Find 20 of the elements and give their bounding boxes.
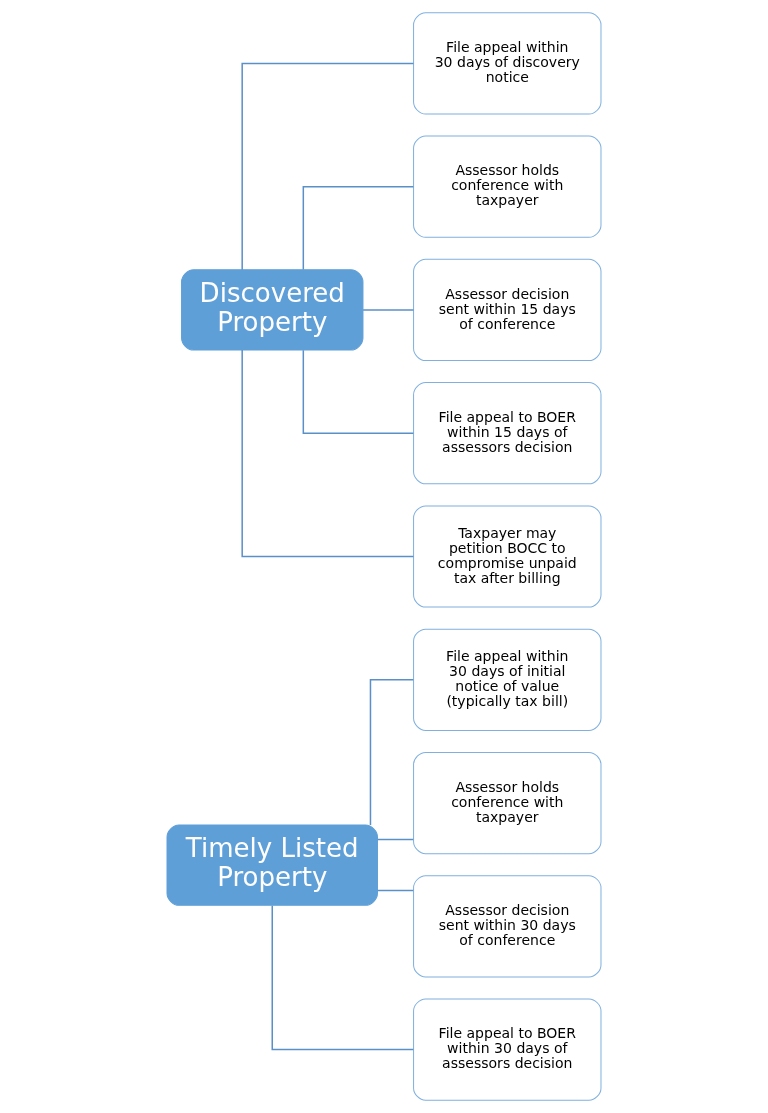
node-box: File appeal to BOER within 30 days of assessors decision xyxy=(413,998,602,1101)
node-box: Assessor holds conference with taxpayer xyxy=(413,135,602,238)
node-box: Assessor decision sent within 30 days of conference xyxy=(413,875,602,978)
connector xyxy=(241,62,415,271)
node-box: File appeal within 30 days of discovery notice xyxy=(413,12,602,115)
connector xyxy=(271,904,415,1051)
node-box: Discovered Property xyxy=(181,269,364,351)
node-box: Taxpayer may petition BOCC to compromise unpaid tax after billing xyxy=(413,505,602,608)
node-box: File appeal to BOER within 15 days of assessors decision xyxy=(413,382,602,485)
node-box: Assessor holds conference with taxpayer xyxy=(413,751,602,855)
connector xyxy=(302,349,415,434)
node-box: File appeal within 30 days of initial notice of value (typically tax bill) xyxy=(413,628,602,731)
node-box: Timely Listed Property xyxy=(166,824,378,906)
connector xyxy=(369,679,415,826)
connector xyxy=(377,889,414,892)
connector xyxy=(241,349,415,558)
connector xyxy=(362,309,415,311)
connector xyxy=(302,185,415,271)
node-box: Assessor decision sent within 15 days of conference xyxy=(413,258,602,362)
connector xyxy=(377,838,414,841)
